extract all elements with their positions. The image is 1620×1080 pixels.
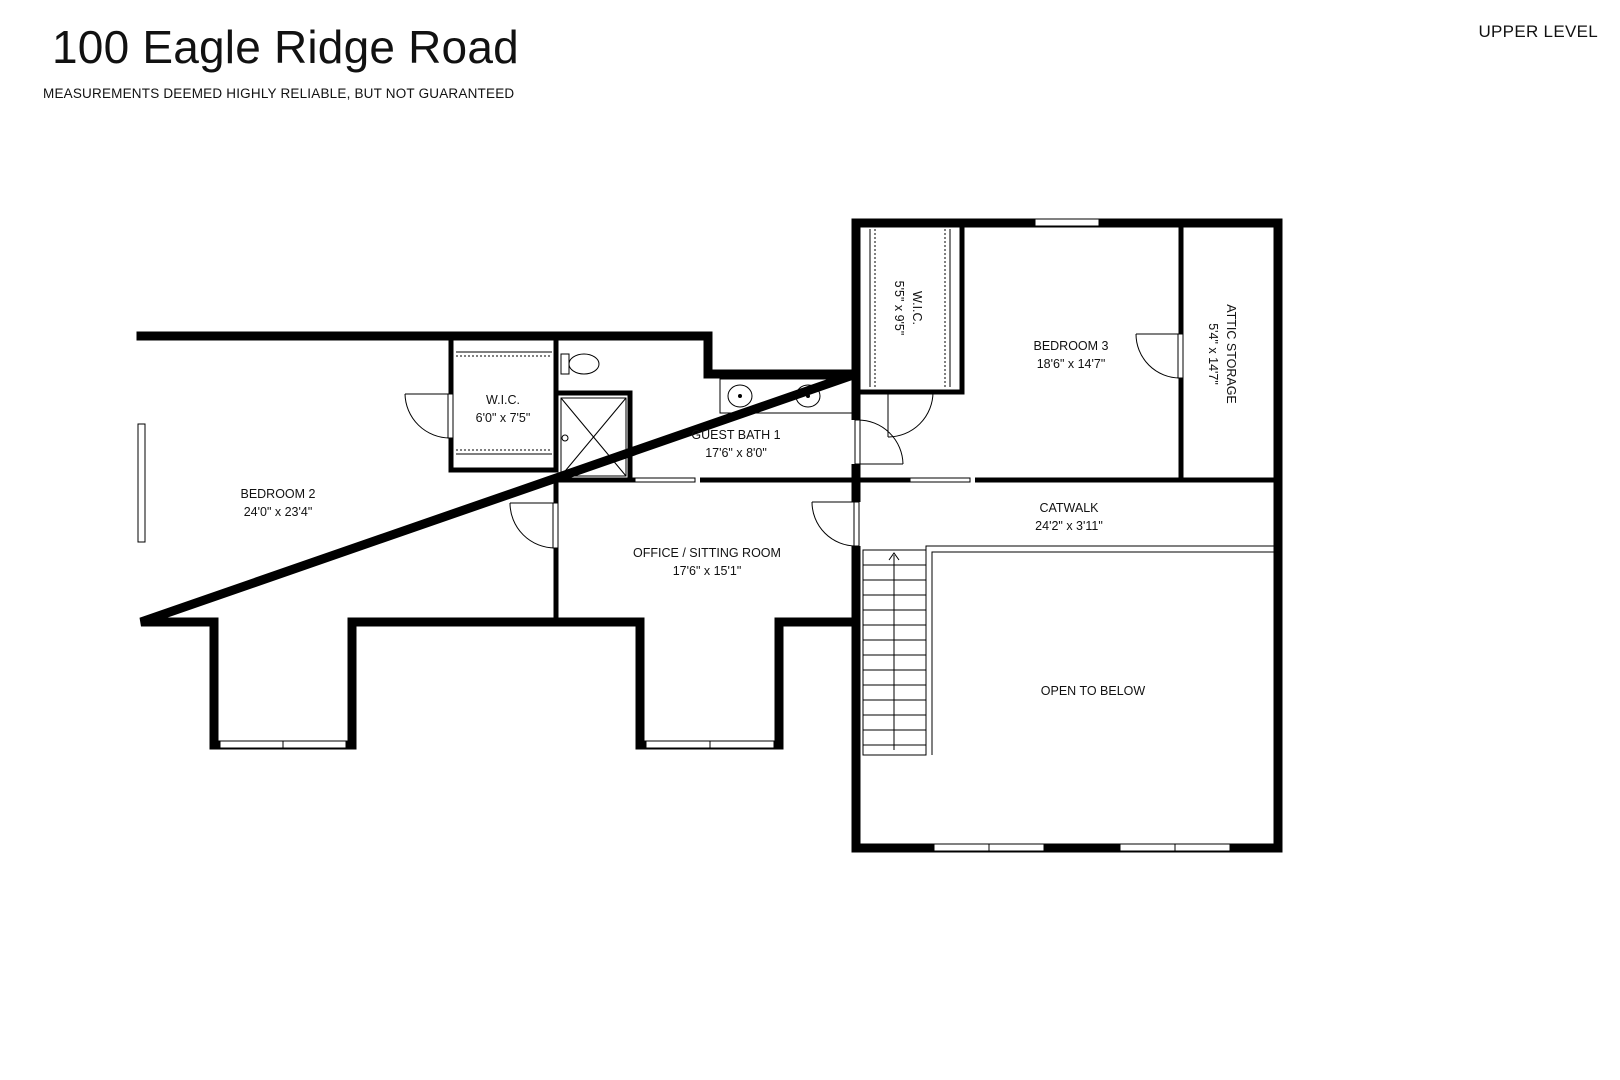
- room-size: 17'6" x 8'0": [705, 446, 767, 460]
- room-name: W.I.C.: [910, 291, 924, 325]
- room-size: 17'6" x 15'1": [673, 564, 742, 578]
- exterior-wall-east: [851, 218, 1283, 853]
- room-name: W.I.C.: [486, 393, 520, 407]
- room-name: GUEST BATH 1: [691, 428, 780, 442]
- room-size: 5'5" x 9'5": [892, 281, 906, 336]
- room-name: OPEN TO BELOW: [1041, 684, 1146, 698]
- room-name: CATWALK: [1039, 501, 1099, 515]
- room-name: BEDROOM 2: [240, 487, 315, 501]
- floor-level-label: UPPER LEVEL: [1478, 22, 1598, 41]
- room-size: 24'2" x 3'11": [1035, 519, 1103, 533]
- room-label-bedroom-2: BEDROOM 2 24'0" x 23'4": [240, 487, 315, 519]
- room-label-office: OFFICE / SITTING ROOM 17'6" x 15'1": [633, 546, 781, 578]
- room-size: 5'4" x 14'7": [1206, 323, 1220, 385]
- room-label-wic-2: W.I.C. 5'5" x 9'5": [892, 281, 924, 336]
- room-label-open-to-below: OPEN TO BELOW: [1041, 684, 1146, 698]
- room-label-bedroom-3: BEDROOM 3 18'6" x 14'7": [1033, 339, 1108, 371]
- room-name: BEDROOM 3: [1033, 339, 1108, 353]
- room-size: 18'6" x 14'7": [1037, 357, 1106, 371]
- exterior-wall-west: [136, 331, 861, 750]
- fixtures: [456, 229, 951, 477]
- room-name: OFFICE / SITTING ROOM: [633, 546, 781, 560]
- room-label-guest-bath: GUEST BATH 1 17'6" x 8'0": [691, 428, 780, 460]
- room-label-attic-storage: ATTIC STORAGE 5'4" x 14'7": [1206, 304, 1238, 404]
- room-size: 24'0" x 23'4": [244, 505, 313, 519]
- page-title: 100 Eagle Ridge Road: [52, 21, 519, 73]
- room-size: 6'0" x 7'5": [476, 411, 531, 425]
- windows: [137, 218, 1231, 852]
- interior-walls: [448, 220, 1281, 755]
- doors: [404, 333, 1184, 549]
- room-label-wic-1: W.I.C. 6'0" x 7'5": [476, 393, 531, 425]
- room-name: ATTIC STORAGE: [1224, 304, 1238, 404]
- staircase: [862, 549, 927, 756]
- room-label-catwalk: CATWALK 24'2" x 3'11": [1035, 501, 1103, 533]
- disclaimer-text: MEASUREMENTS DEEMED HIGHLY RELIABLE, BUT…: [43, 86, 515, 101]
